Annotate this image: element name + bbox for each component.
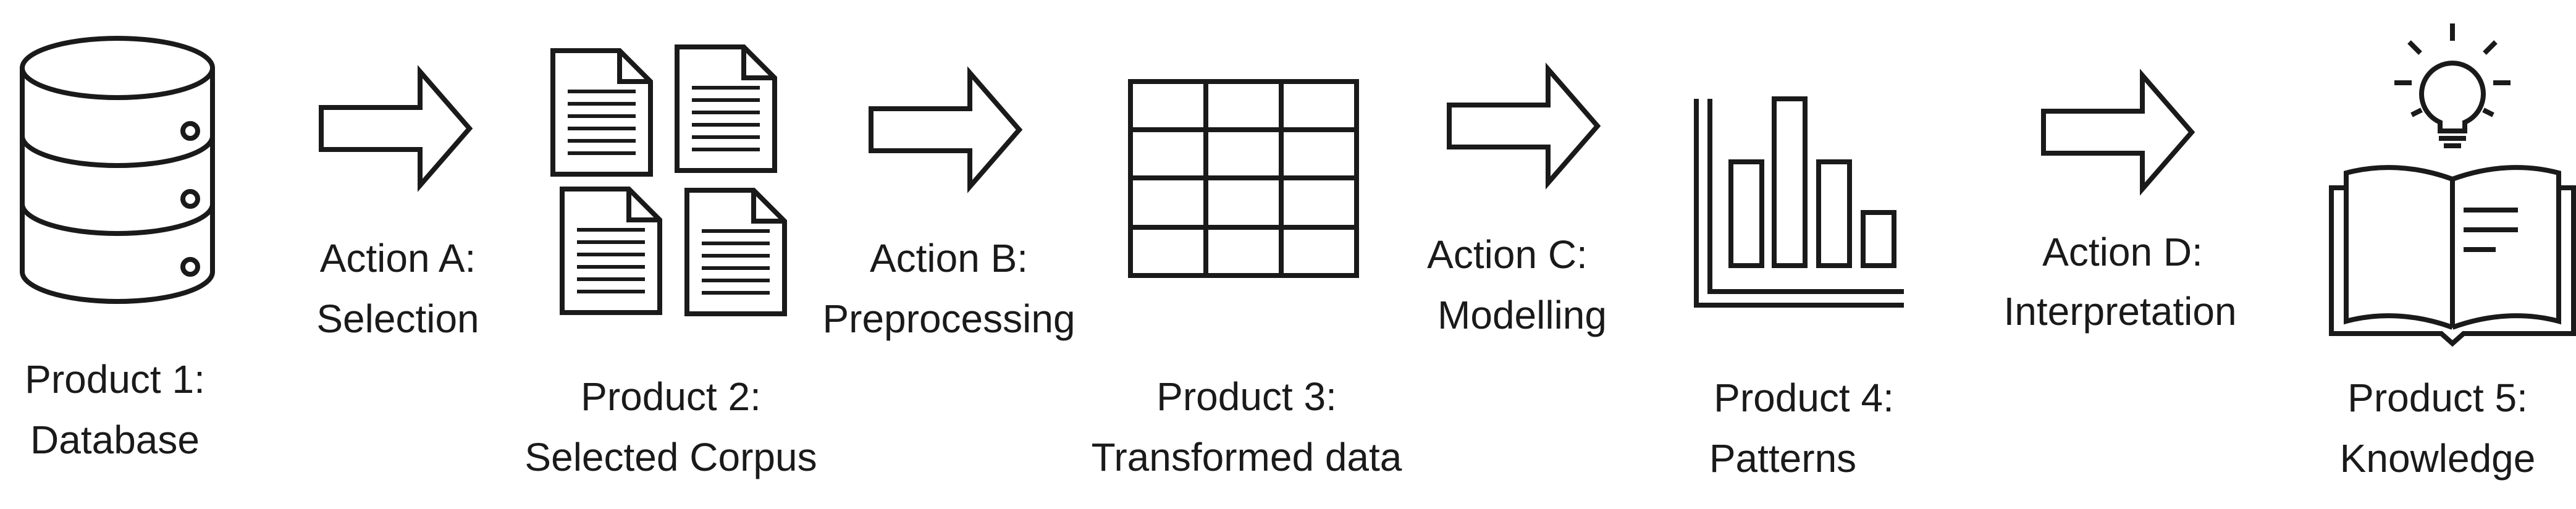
arrow-right-icon — [2044, 75, 2192, 189]
action-c-label-line2: Modelling — [1437, 293, 1607, 337]
product-5-label-line2: Knowledge — [2340, 436, 2536, 481]
database-icon — [20, 36, 215, 304]
action-c-label-line1: Action C: — [1427, 232, 1588, 277]
action-b-label-line1: Action B: — [870, 236, 1028, 280]
product-5-label-line1: Product 5: — [2347, 376, 2528, 420]
action-a-label-line2: Selection — [316, 297, 479, 341]
action-d-label-line2: Interpretation — [2003, 289, 2236, 334]
bar-chart-icon — [1694, 96, 1904, 308]
product-2-label-line2: Selected Corpus — [524, 435, 817, 479]
product-2-label-line1: Product 2: — [581, 374, 761, 419]
product-3-label-line2: Transformed data — [1092, 435, 1402, 479]
product-1-label-line1: Product 1: — [25, 357, 205, 402]
product-4-label-line1: Product 4: — [1714, 376, 1894, 420]
arrow-right-icon — [1449, 69, 1597, 183]
table-grid-icon — [1128, 79, 1359, 278]
action-d-label-line1: Action D: — [2042, 230, 2203, 274]
product-4-label-line2: Patterns — [1709, 436, 1856, 481]
arrow-right-icon — [871, 73, 1019, 187]
lightbulb-icon — [2394, 23, 2511, 148]
product-3-label-line1: Product 3: — [1156, 374, 1337, 419]
product-1-label-line2: Database — [30, 418, 200, 462]
action-a-label-line1: Action A: — [320, 236, 476, 280]
documents-icon — [553, 47, 785, 314]
action-b-label-line2: Preprocessing — [822, 297, 1075, 341]
arrow-right-icon — [321, 72, 469, 185]
book-lightbulb-icon — [2329, 23, 2576, 347]
